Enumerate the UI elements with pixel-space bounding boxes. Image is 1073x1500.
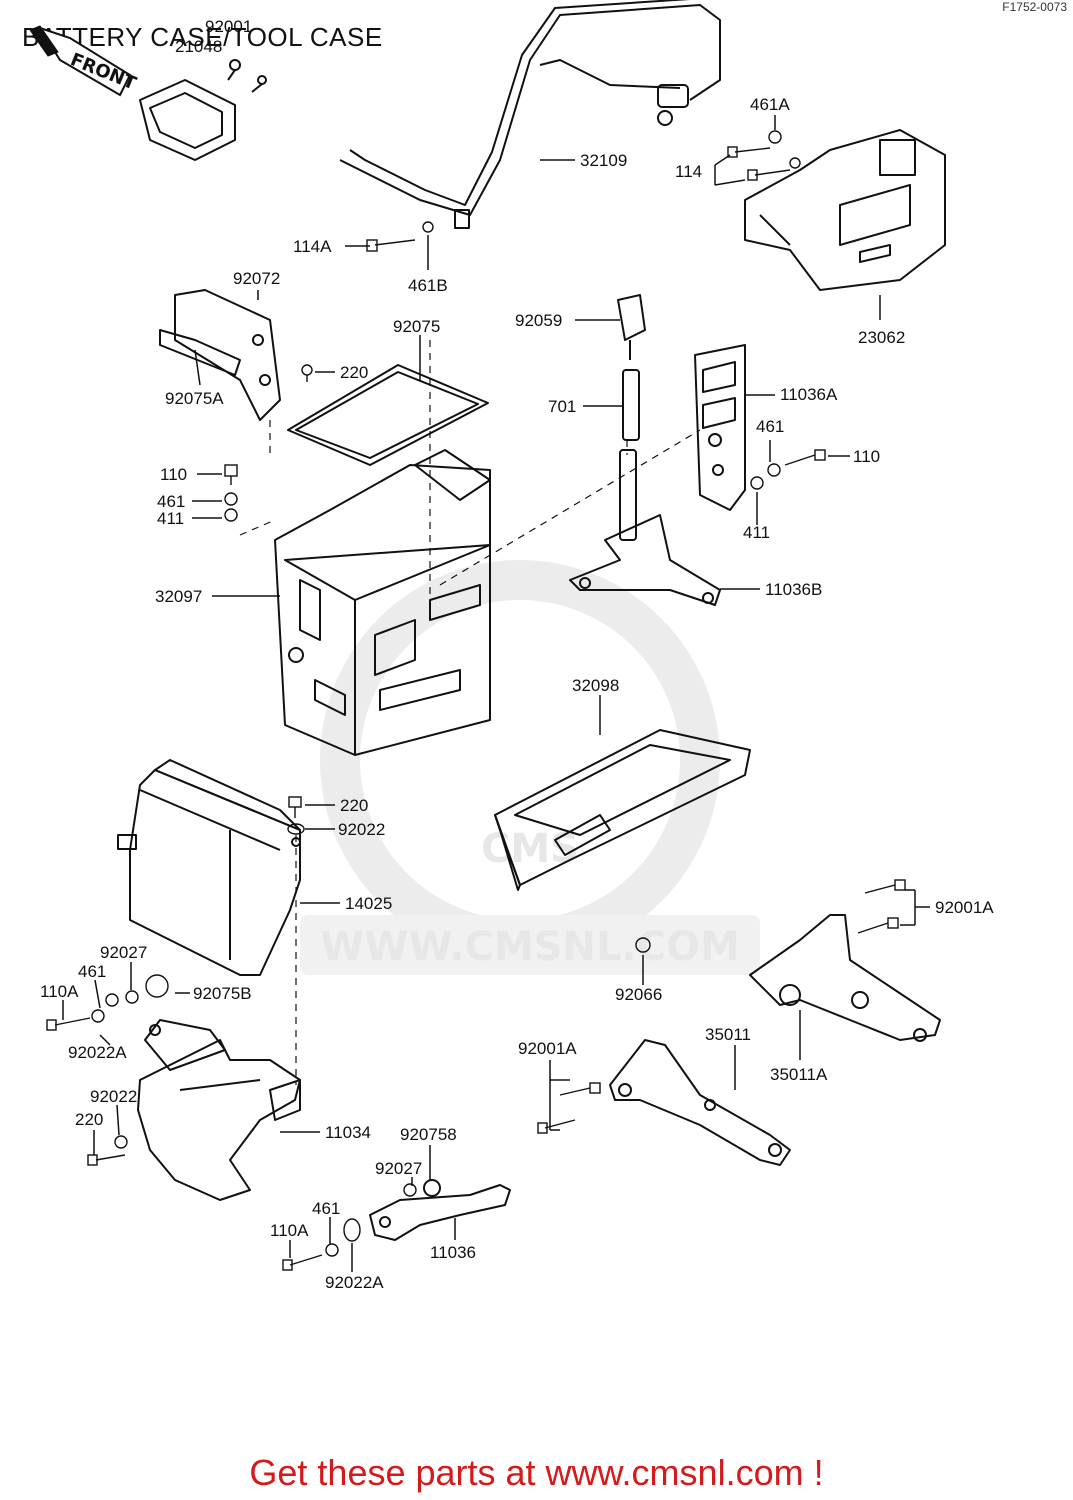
bracket-11034 [137, 1019, 301, 1201]
label-11036A: 11036A [780, 385, 838, 404]
label-110-left: 110 [160, 465, 187, 484]
label-14025: 14025 [345, 894, 392, 913]
label-32109: 32109 [580, 151, 627, 170]
label-92075B-b: 920758 [400, 1125, 457, 1144]
connector-92059 [617, 294, 646, 541]
label-92022A-a: 92022A [68, 1043, 127, 1062]
label-11034: 11034 [325, 1123, 371, 1142]
label-461-right: 461 [756, 417, 784, 436]
label-220-c: 220 [75, 1110, 103, 1129]
bracket-11036A [694, 344, 746, 511]
label-92059: 92059 [515, 311, 562, 330]
label-21048: 21048 [175, 37, 222, 56]
strap-11036 [369, 1179, 511, 1241]
watermark-url: WWW.CMSNL.COM [320, 924, 740, 970]
label-110-right: 110 [853, 447, 880, 466]
label-461A: 461A [750, 95, 790, 114]
label-92027-b: 92027 [375, 1159, 422, 1178]
label-114A: 114A [293, 237, 332, 256]
label-411-right: 411 [743, 523, 770, 542]
label-92027-a: 92027 [100, 943, 147, 962]
label-110A-a: 110A [40, 982, 79, 1001]
label-114: 114 [675, 162, 702, 181]
label-701: 701 [548, 397, 576, 416]
battery-case-32097 [274, 449, 491, 756]
front-badge: FRONT [29, 25, 140, 97]
tool-tray-32098 [494, 729, 751, 891]
watermark: CMS WWW.CMSNL.COM [300, 560, 760, 975]
label-92066: 92066 [615, 985, 662, 1004]
label-32098: 32098 [572, 676, 619, 695]
watermark-brand: CMS [481, 826, 579, 872]
leader-lines [62, 115, 930, 1272]
bracket-21048 [139, 59, 267, 161]
label-92022A-b: 92022A [325, 1273, 384, 1292]
label-461B: 461B [408, 276, 448, 295]
bracket-35011A [749, 914, 941, 1042]
parts-diagram: CMS WWW.CMSNL.COM FRONT [29, 0, 994, 1292]
rail-32109 [339, 0, 721, 229]
label-461-left: 461 [157, 492, 185, 511]
fasteners [46, 130, 906, 1271]
label-461-mid: 461 [78, 962, 106, 981]
label-92001: 92001 [205, 17, 252, 36]
label-92075B-a: 92075B [193, 984, 252, 1003]
label-23062: 23062 [858, 328, 905, 347]
footer-link[interactable]: Get these parts at www.cmsnl.com ! [249, 1452, 824, 1493]
label-11036B: 11036B [765, 580, 822, 599]
label-220-b: 220 [340, 796, 368, 815]
label-110A-b: 110A [270, 1221, 309, 1240]
diagram-reference: F1752-0073 [1002, 0, 1067, 14]
label-11036: 11036 [430, 1243, 476, 1262]
label-92075A: 92075A [165, 389, 224, 408]
label-32097: 32097 [155, 587, 202, 606]
mat-92075 [287, 364, 489, 466]
label-92075: 92075 [393, 317, 440, 336]
label-92022-b: 92022 [90, 1087, 137, 1106]
bracket-11036B [569, 514, 721, 606]
assembly-lines [239, 340, 701, 1085]
label-92022-a: 92022 [338, 820, 385, 839]
bracket-23062 [744, 129, 946, 291]
part-labels: 92001 21048 32109 461A 114 114A 461B 230… [40, 17, 994, 1292]
label-461-bottom: 461 [312, 1199, 340, 1218]
label-92001A-right: 92001A [935, 898, 994, 917]
bracket-92072 [159, 289, 281, 421]
label-92001A-left: 92001A [518, 1039, 577, 1058]
label-35011: 35011 [705, 1025, 751, 1044]
label-35011A: 35011A [770, 1065, 828, 1084]
label-92072: 92072 [233, 269, 280, 288]
label-411-left: 411 [157, 509, 184, 528]
front-badge-text: FRONT [67, 49, 139, 95]
bracket-35011 [609, 1039, 791, 1166]
label-220-a: 220 [340, 363, 368, 382]
